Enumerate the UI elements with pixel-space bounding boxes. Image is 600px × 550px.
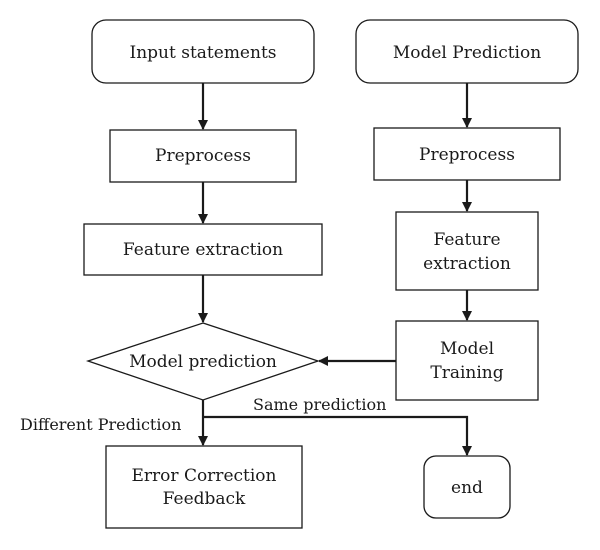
end-node: end bbox=[423, 455, 511, 519]
feature-extraction-left-label: Feature extraction bbox=[123, 240, 283, 260]
model-training-label-line1: Model bbox=[440, 339, 494, 359]
error-correction-node: Error Correction Feedback bbox=[105, 445, 303, 529]
feature-extraction-left-node: Feature extraction bbox=[83, 223, 323, 276]
error-correction-label-line1: Error Correction bbox=[132, 466, 277, 486]
feature-extraction-right-node: Feature extraction bbox=[395, 211, 539, 291]
error-correction-label-line2: Feedback bbox=[163, 489, 246, 509]
different-prediction-label: Different Prediction bbox=[20, 415, 181, 434]
feature-extraction-right-label-line1: Feature bbox=[433, 230, 500, 250]
model-prediction-start-node: Model Prediction bbox=[355, 19, 579, 84]
model-prediction-decision-node: Model prediction bbox=[85, 322, 321, 401]
preprocess-right-label: Preprocess bbox=[419, 145, 515, 165]
model-training-label-line2: Training bbox=[430, 363, 503, 383]
input-statements-label: Input statements bbox=[130, 43, 277, 63]
end-label: end bbox=[451, 478, 483, 498]
preprocess-left-node: Preprocess bbox=[109, 129, 297, 183]
same-prediction-label: Same prediction bbox=[253, 395, 386, 414]
preprocess-left-label: Preprocess bbox=[155, 146, 251, 166]
input-statements-node: Input statements bbox=[91, 19, 315, 84]
model-prediction-decision-label: Model prediction bbox=[129, 352, 277, 372]
model-training-node: Model Training bbox=[395, 320, 539, 401]
preprocess-right-node: Preprocess bbox=[373, 127, 561, 181]
arrow-same-prediction-to-end bbox=[203, 415, 472, 456]
feature-extraction-right-label-line2: extraction bbox=[423, 254, 511, 274]
model-prediction-start-label: Model Prediction bbox=[393, 43, 541, 63]
